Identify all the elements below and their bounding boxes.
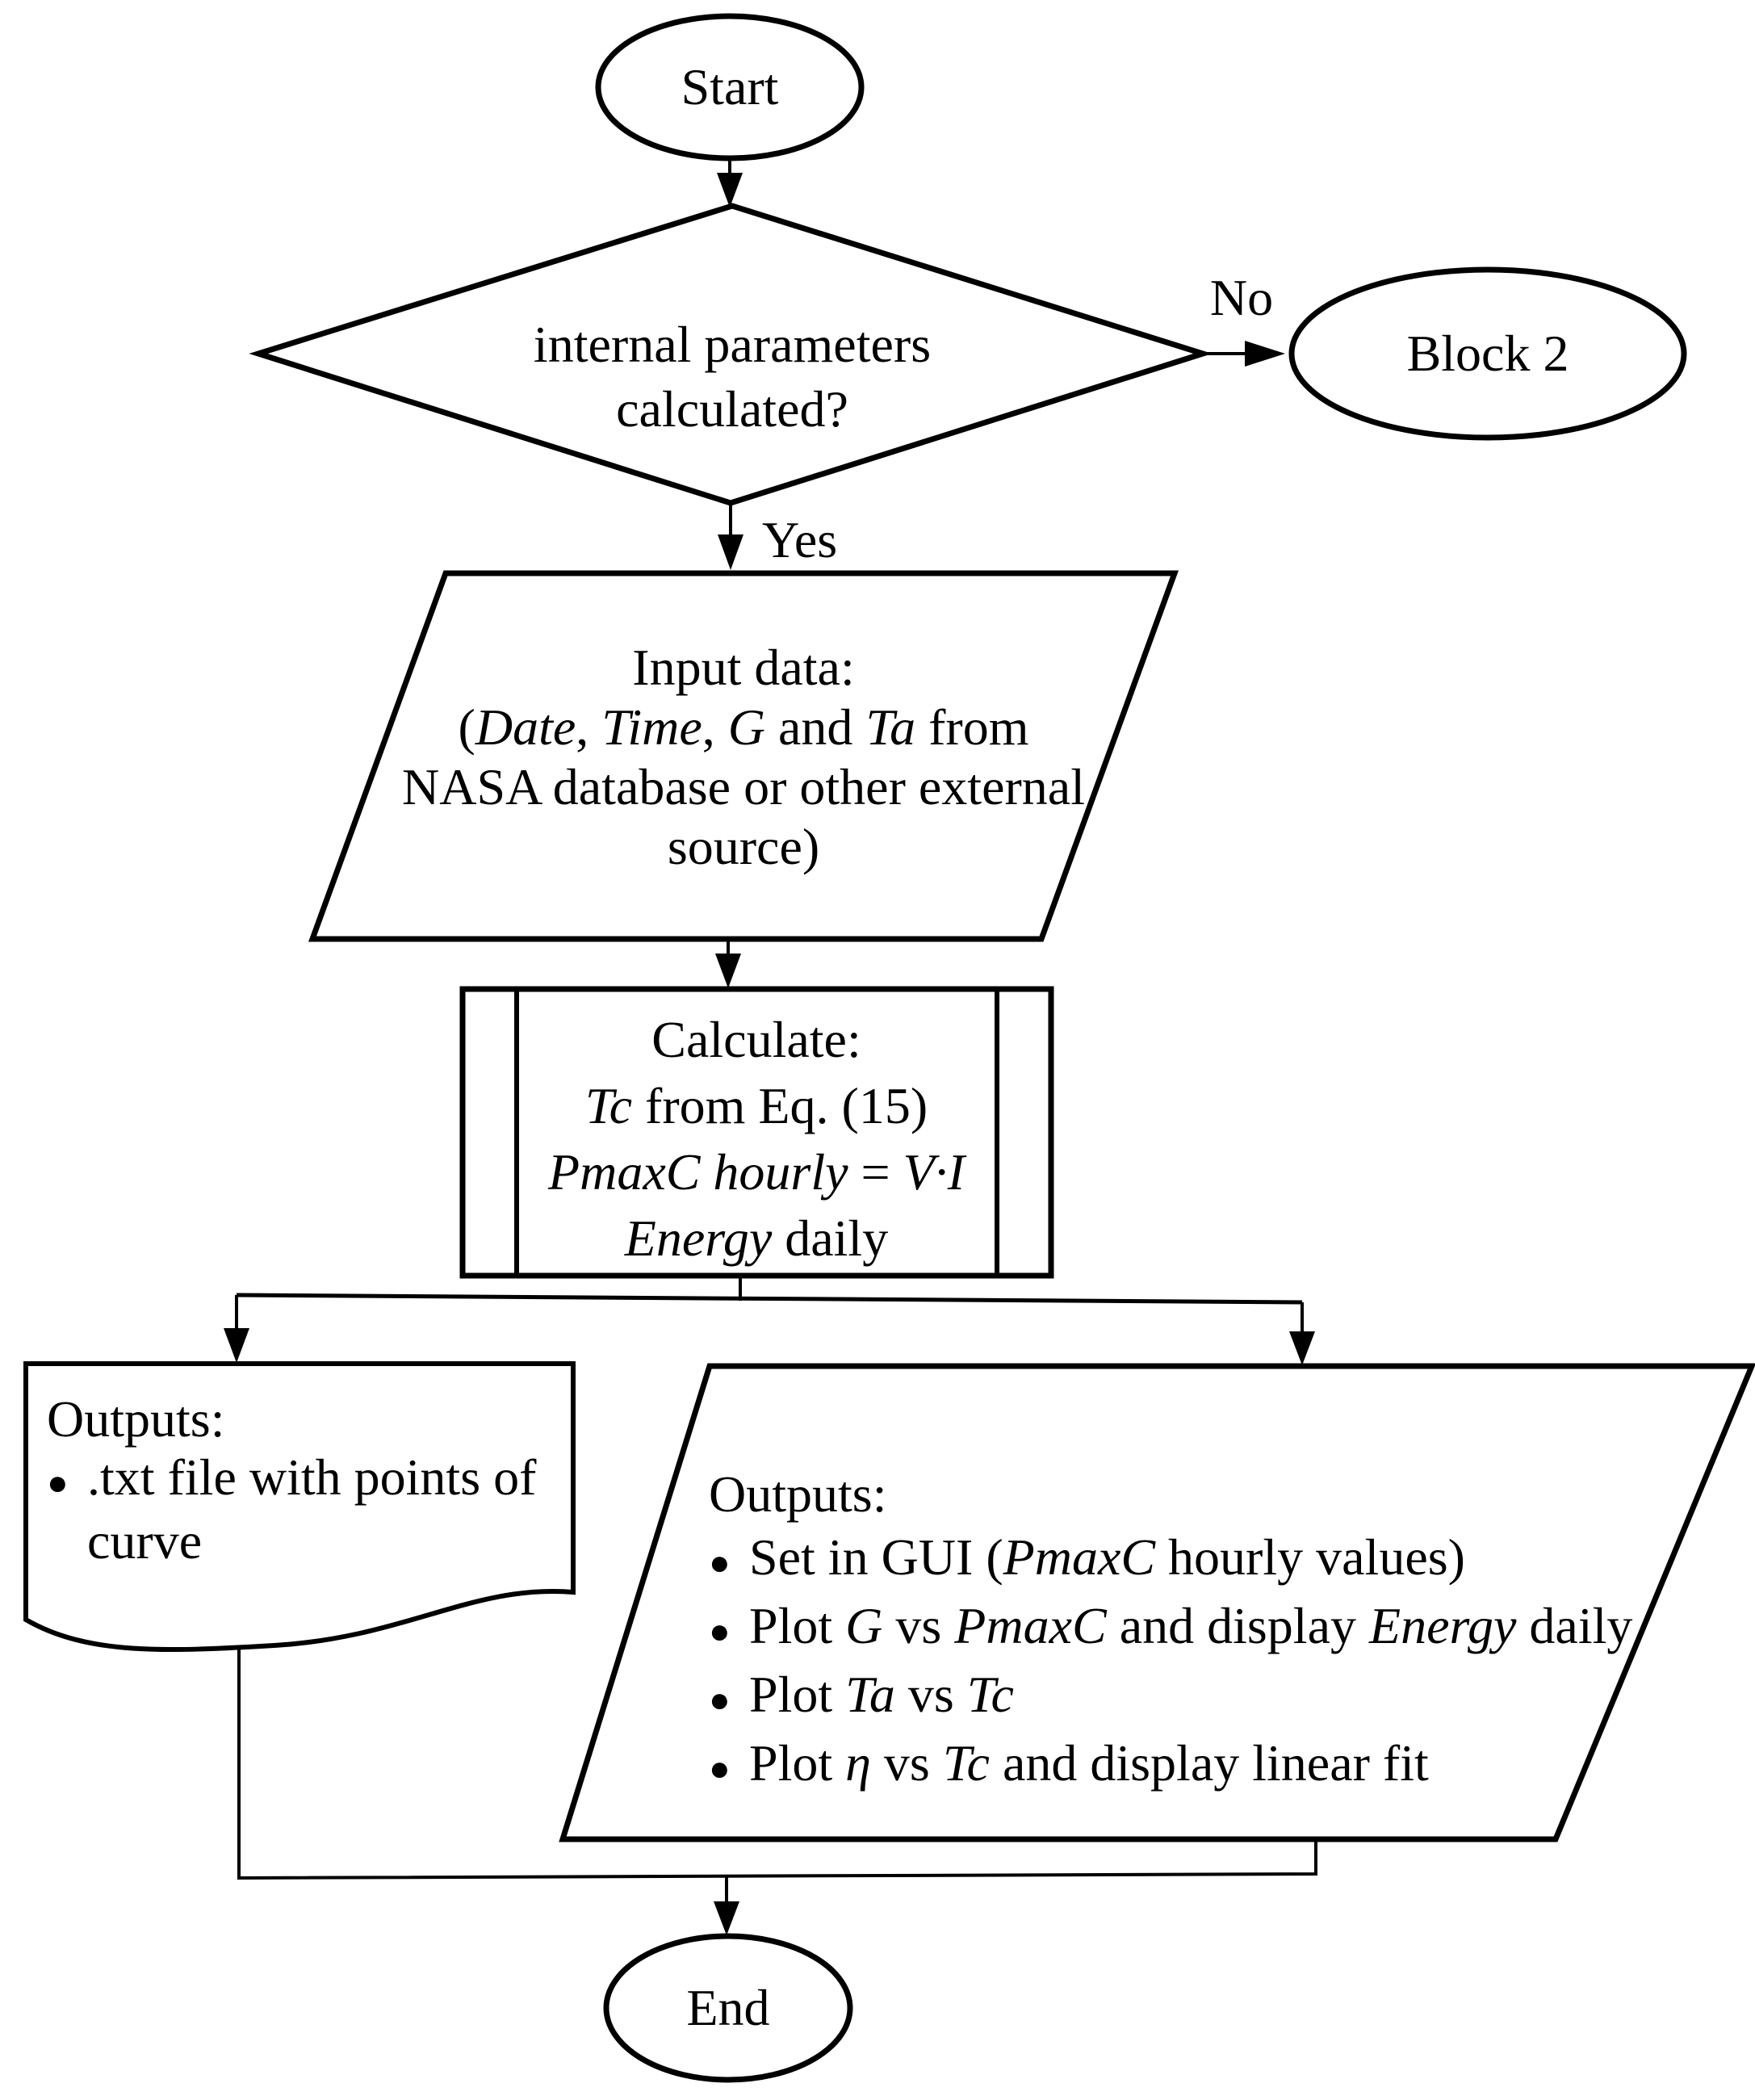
gui-outputs-bullet-1-text: Set in GUI (PmaxC hourly values) bbox=[749, 1528, 1465, 1586]
document-outputs-title: Outputs: bbox=[47, 1390, 225, 1448]
gui-outputs-bullet-3-text: Plot Ta vs Tc bbox=[749, 1666, 1014, 1723]
end-label: End bbox=[686, 1979, 770, 2036]
input-data-line-1: Input data: bbox=[632, 639, 855, 696]
input-to-calculate-arrowhead-icon bbox=[715, 954, 741, 988]
calculate-text: Calculate: Tc from Eq. (15) PmaxC hourly… bbox=[474, 1007, 1039, 1272]
document-outputs-bullet-row: ● .txt file with points of bbox=[47, 1448, 563, 1512]
bullet-icon: ● bbox=[709, 1612, 731, 1651]
decision-question: internal parameters calculated? bbox=[448, 312, 1016, 442]
branch-to-outputs-arrowhead-icon bbox=[1289, 1331, 1315, 1365]
block2-terminator-shape bbox=[1288, 266, 1687, 441]
bullet-icon: ● bbox=[47, 1463, 69, 1503]
gui-outputs-text: Outputs: ● Set in GUI (PmaxC hourly valu… bbox=[709, 1463, 1734, 1800]
gui-outputs-title: Outputs: bbox=[709, 1465, 887, 1523]
no-edge-label: No bbox=[1209, 269, 1274, 326]
branch-to-document-arrowhead-icon bbox=[224, 1328, 249, 1363]
decision-to-block2-arrowhead-icon bbox=[1245, 341, 1285, 367]
document-outputs-text: Outputs: ● .txt file with points of curv… bbox=[47, 1390, 563, 1570]
bullet-icon: ● bbox=[709, 1680, 731, 1720]
end-terminator-shape bbox=[603, 1933, 853, 2083]
merge-connector-line bbox=[237, 1647, 1317, 1880]
bullet-icon: ● bbox=[709, 1543, 731, 1582]
calculate-line-3: PmaxC hourly = V·I bbox=[548, 1143, 965, 1201]
gui-outputs-bullet-2-text: Plot G vs PmaxC and display Energy daily bbox=[749, 1597, 1633, 1654]
document-outputs-bullet-text-continuation: curve bbox=[87, 1512, 203, 1570]
document-shape bbox=[23, 1361, 576, 1653]
input-data-text: Input data: (Date, Time, G and Ta from N… bbox=[340, 638, 1147, 877]
merge-to-end-arrowhead-icon bbox=[714, 1901, 739, 1935]
calculate-line-2: Tc from Eq. (15) bbox=[584, 1077, 928, 1134]
bullet-icon: ● bbox=[709, 1749, 731, 1788]
gui-outputs-bullet-4-text: Plot η vs Tc and display linear fit bbox=[749, 1734, 1429, 1792]
gui-outputs-bullet-row-3: ● Plot Ta vs Tc bbox=[709, 1663, 1734, 1732]
input-data-line-2: (Date, Time, G and Ta from bbox=[458, 698, 1029, 756]
gui-outputs-bullet-row-2: ● Plot G vs PmaxC and display Energy dai… bbox=[709, 1595, 1734, 1663]
decision-to-input-arrowhead-icon bbox=[718, 534, 743, 570]
input-data-parallelogram-shape bbox=[308, 570, 1179, 942]
block2-label: Block 2 bbox=[1406, 325, 1569, 382]
start-label: Start bbox=[681, 58, 779, 115]
start-to-decision-arrowhead-icon bbox=[717, 173, 743, 207]
input-data-line-4: source) bbox=[667, 818, 820, 875]
calculate-line-4: Energy daily bbox=[624, 1209, 889, 1267]
input-data-line-3: NASA database or other external bbox=[402, 758, 1085, 815]
document-outputs-bullet-text: .txt file with points of bbox=[87, 1448, 537, 1506]
branch-split-line bbox=[236, 1293, 1303, 1305]
calculate-line-1: Calculate: bbox=[651, 1011, 861, 1068]
calculate-predefined-process-shape bbox=[459, 986, 1054, 1279]
decision-question-line-1: internal parameters bbox=[533, 316, 932, 373]
gui-outputs-parallelogram-shape bbox=[559, 1363, 1755, 1842]
gui-outputs-bullet-row-4: ● Plot η vs Tc and display linear fit bbox=[709, 1732, 1734, 1800]
decision-question-line-2: calculated? bbox=[616, 380, 848, 438]
yes-edge-label: Yes bbox=[762, 511, 838, 568]
gui-outputs-bullet-row-1: ● Set in GUI (PmaxC hourly values) bbox=[709, 1526, 1734, 1595]
